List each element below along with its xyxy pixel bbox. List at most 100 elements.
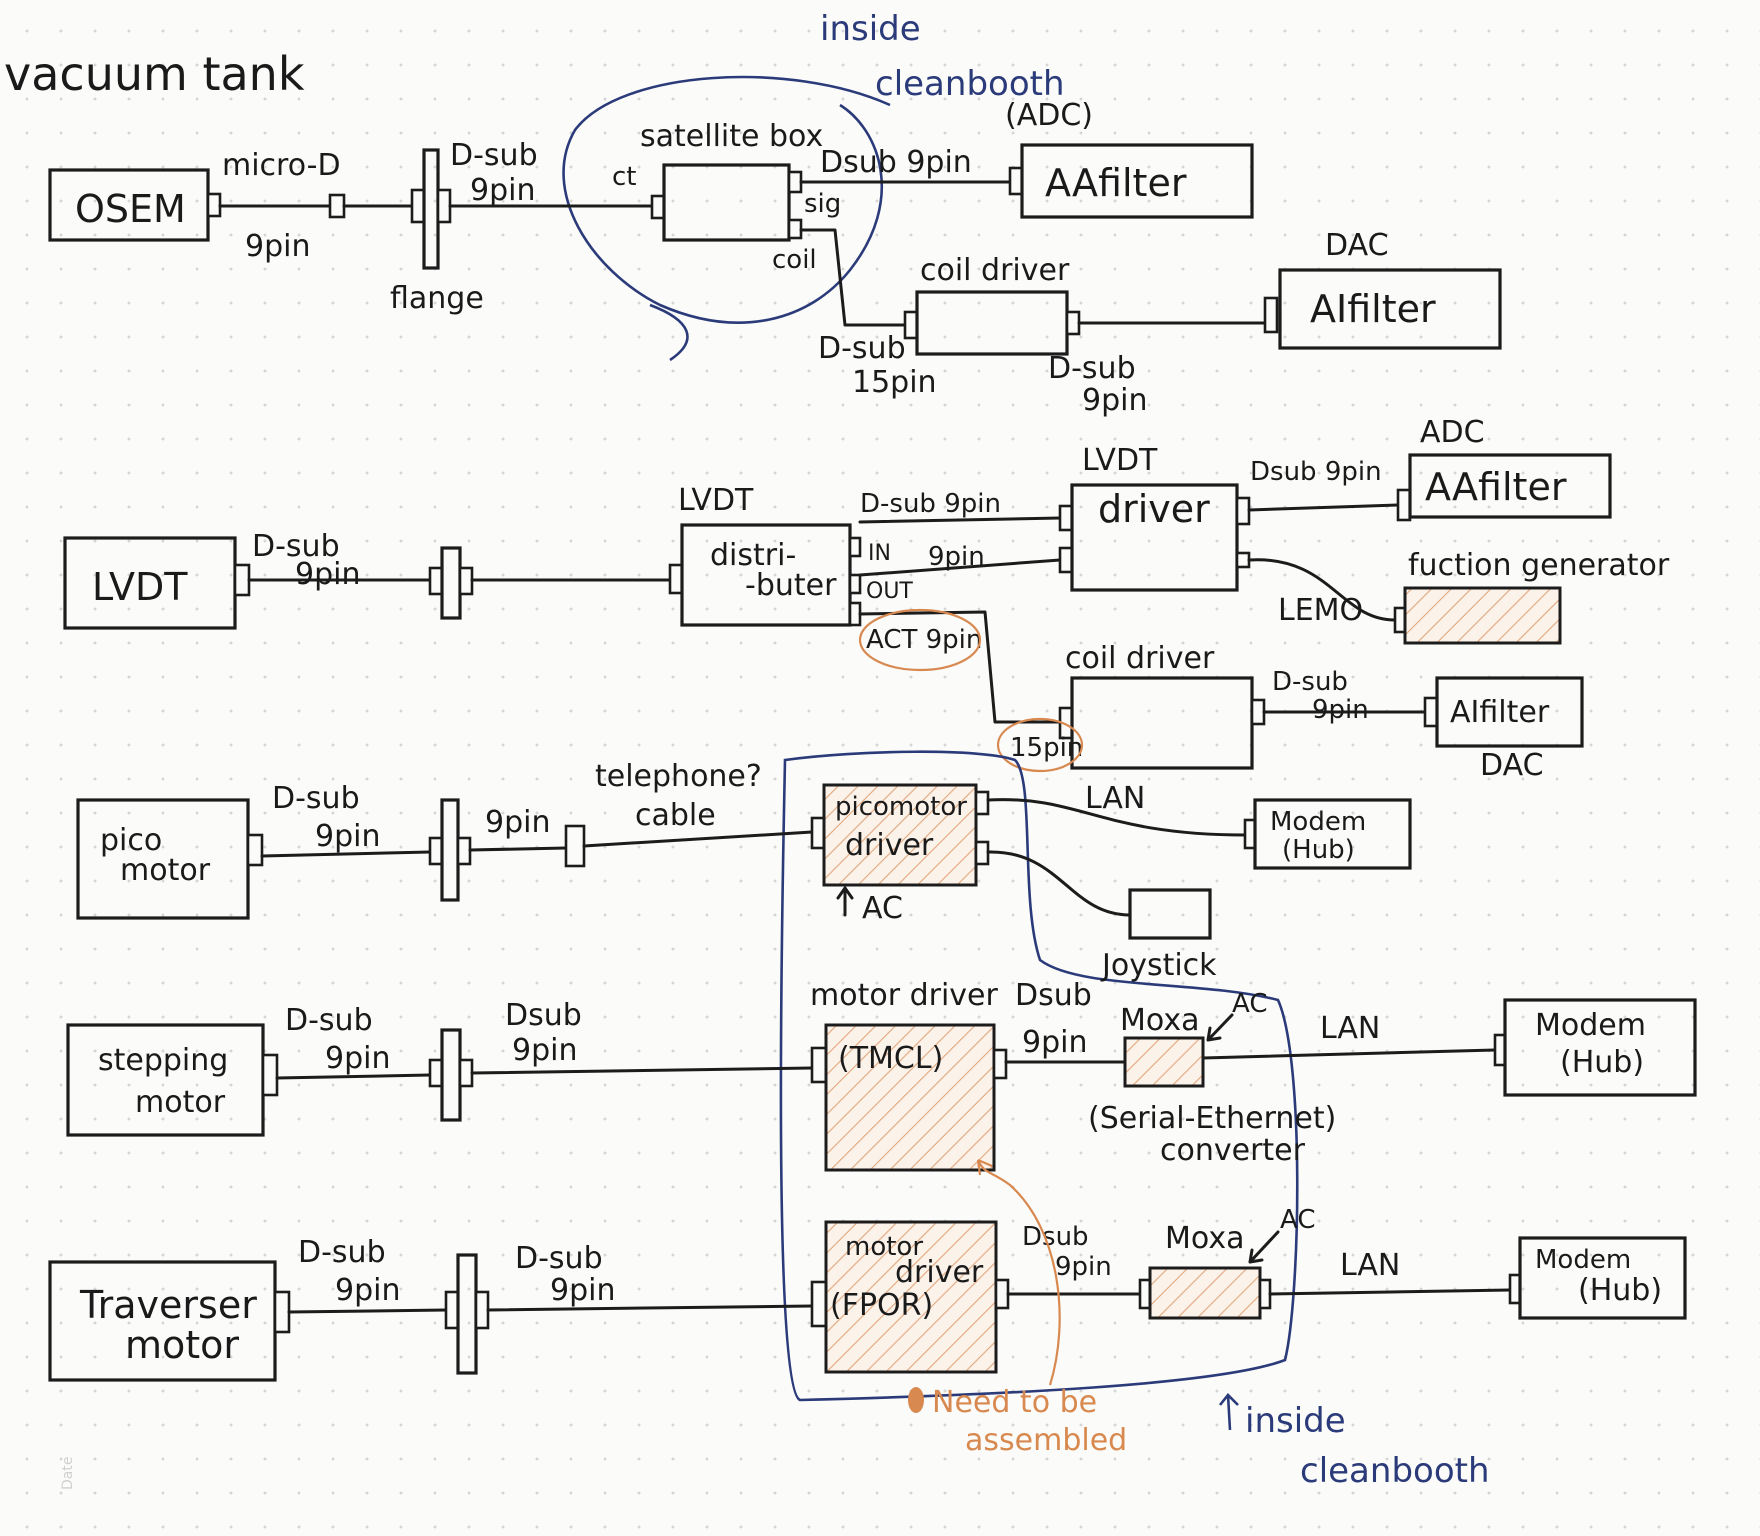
lvdt-flange-out: [458, 566, 474, 596]
pico-modem-label-2: (Hub): [1282, 835, 1355, 865]
traverser-motor-label-2: motor: [125, 1323, 239, 1367]
joystick-box: [1128, 888, 1212, 940]
stepping-motor-connector: [261, 1053, 279, 1097]
traverser-cable-9pin-label: 9pin: [335, 1273, 400, 1308]
converter-label: converter: [1160, 1133, 1306, 1168]
traverser-moxa-ac-label: AC: [1280, 1205, 1315, 1235]
lvdt-label: LVDT: [92, 565, 188, 609]
pico-driver-label-2: driver: [845, 828, 934, 863]
satellite-coil-connector: [787, 218, 803, 240]
stepping-motor-label-1: stepping: [98, 1043, 228, 1078]
coil-driver-out-connector: [1065, 310, 1081, 336]
lvdt-driver-in-connector: [1058, 504, 1074, 532]
cable-micro-d-label: micro-D: [222, 148, 341, 183]
row-stepping: stepping motor D-sub 9pin Dsub 9pin moto…: [66, 978, 1697, 1172]
satellite-ct-connector: [650, 194, 666, 220]
traverser-moxa-box: [1148, 1266, 1262, 1320]
micro-d-connector: [328, 193, 346, 219]
cleanbooth-label-1: inside: [820, 9, 921, 49]
coil-in-15pin-label: 15pin: [852, 365, 937, 400]
osem-label: OSEM: [75, 187, 186, 231]
lvdt-connector: [233, 563, 251, 597]
traverser-cable2-9pin-label: 9pin: [550, 1273, 615, 1308]
coil-out-dsub-label: D-sub: [1048, 351, 1136, 386]
ai-filter-box: [1278, 268, 1502, 350]
lvdt-distributer-top-label: LVDT: [678, 483, 754, 518]
lvdt-driver-label: driver: [1098, 487, 1210, 531]
pico-driver-in-connector: [810, 816, 826, 850]
cleanbooth-region-top: inside cleanbooth: [562, 9, 1065, 362]
stepping-driver-label: motor driver: [810, 978, 998, 1013]
stepping-flange: [440, 1028, 462, 1122]
pico-flange-out: [456, 836, 472, 866]
traverser-cable2-dsub-label: D-sub: [515, 1241, 603, 1276]
lvdt-flange: [440, 546, 462, 620]
row-osem: OSEM micro-D 9pin flange D-sub 9pin sate…: [48, 98, 1502, 418]
satellite-port-sig: sig: [804, 189, 841, 219]
traverser-modem-box: [1518, 1236, 1687, 1320]
lvdt-driver-aa-connector: [1235, 496, 1251, 526]
traverser-cable-dsub-label: D-sub: [298, 1235, 386, 1270]
pico-modem-box: [1253, 798, 1412, 870]
cable-9pin-label: 9pin: [245, 229, 310, 264]
assemble-note-2: assembled: [965, 1423, 1127, 1458]
lvdt-ai-filter-box: [1435, 676, 1584, 748]
pico-cable2-label: 9pin: [485, 805, 550, 840]
stepping-cable3-dsub-label: Dsub: [1015, 978, 1092, 1013]
traverser-flange-in: [444, 1290, 460, 1330]
date-marker: Date: [60, 1457, 76, 1490]
telephone-cable-label-1: telephone?: [595, 759, 762, 794]
stepping-cable2-9pin-label: 9pin: [512, 1033, 577, 1068]
stepping-modem-label-2: (Hub): [1560, 1045, 1644, 1080]
traverser-moxa-label: Moxa: [1165, 1221, 1244, 1256]
distributer-in-port: [848, 536, 862, 558]
cleanbooth-bottom-label-1: inside: [1245, 1401, 1346, 1441]
traverser-driver-label-2: driver: [895, 1255, 984, 1290]
distributer-label-2: -buter: [745, 568, 837, 603]
stepping-cable-dsub-label: D-sub: [285, 1003, 373, 1038]
lvdt-driver-top-label: LVDT: [1082, 443, 1158, 478]
stepping-lan-label: LAN: [1320, 1011, 1380, 1046]
traverser-modem-label-2: (Hub): [1578, 1273, 1662, 1308]
dac-label: DAC: [1325, 228, 1389, 263]
pico-modem-label-1: Modem: [1270, 807, 1366, 837]
pico-cable-9pin-label: 9pin: [315, 819, 380, 854]
stepping-moxa-box: [1123, 1036, 1205, 1088]
traverser-cable3-dsub-label: Dsub: [1022, 1222, 1089, 1252]
lvdt-out-cable-label: 9pin: [928, 542, 985, 572]
stepping-moxa-ac-label: AC: [1232, 989, 1267, 1019]
lvdt-aa-filter-label: AAfilter: [1425, 465, 1567, 509]
lvdt-driver-out-connector: [1058, 546, 1074, 574]
traverser-flange: [456, 1253, 478, 1375]
stepping-driver-in-connector: [810, 1046, 828, 1084]
satellite-port-coil: coil: [772, 245, 817, 275]
lvdt-coil-out-dsub-label: D-sub: [1272, 667, 1348, 697]
lvdt-coil-driver-label: coil driver: [1065, 641, 1215, 676]
pico-flange: [440, 798, 460, 902]
traverser-driver-box: [824, 1220, 998, 1374]
distributer-port-act: ACT 9pin: [866, 625, 982, 655]
lvdt-coil-driver-box: [1070, 676, 1254, 770]
assemble-note: Need to be assembled: [908, 1158, 1127, 1458]
act-highlight: [858, 608, 982, 672]
flange-connector-in: [410, 188, 426, 224]
stepping-modem-box: [1503, 998, 1697, 1097]
stepping-flange-in: [428, 1058, 444, 1088]
lvdt-cable-9pin-label: 9pin: [295, 557, 360, 592]
15pin-highlight: [996, 717, 1084, 773]
satellite-port-ct: ct: [612, 162, 637, 192]
lvdt-driver-lemo-connector: [1235, 551, 1251, 569]
ai-filter-label: AIfilter: [1310, 287, 1436, 331]
stepping-modem-label-1: Modem: [1535, 1008, 1646, 1043]
distributer-port-out: OUT: [866, 579, 913, 604]
traverser-driver-out-connector: [994, 1278, 1010, 1310]
function-generator-label: fuction generator: [1408, 548, 1670, 583]
traverser-flange-out: [474, 1290, 490, 1330]
traverser-driver-in-connector: [810, 1280, 828, 1328]
stepping-cable3-9pin-label: 9pin: [1022, 1025, 1087, 1060]
stepping-driver-model: (TMCL): [838, 1041, 943, 1076]
stepping-cable-9pin-label: 9pin: [325, 1041, 390, 1076]
satellite-sig-connector: [787, 170, 803, 194]
satellite-box-label: satellite box: [640, 119, 823, 154]
